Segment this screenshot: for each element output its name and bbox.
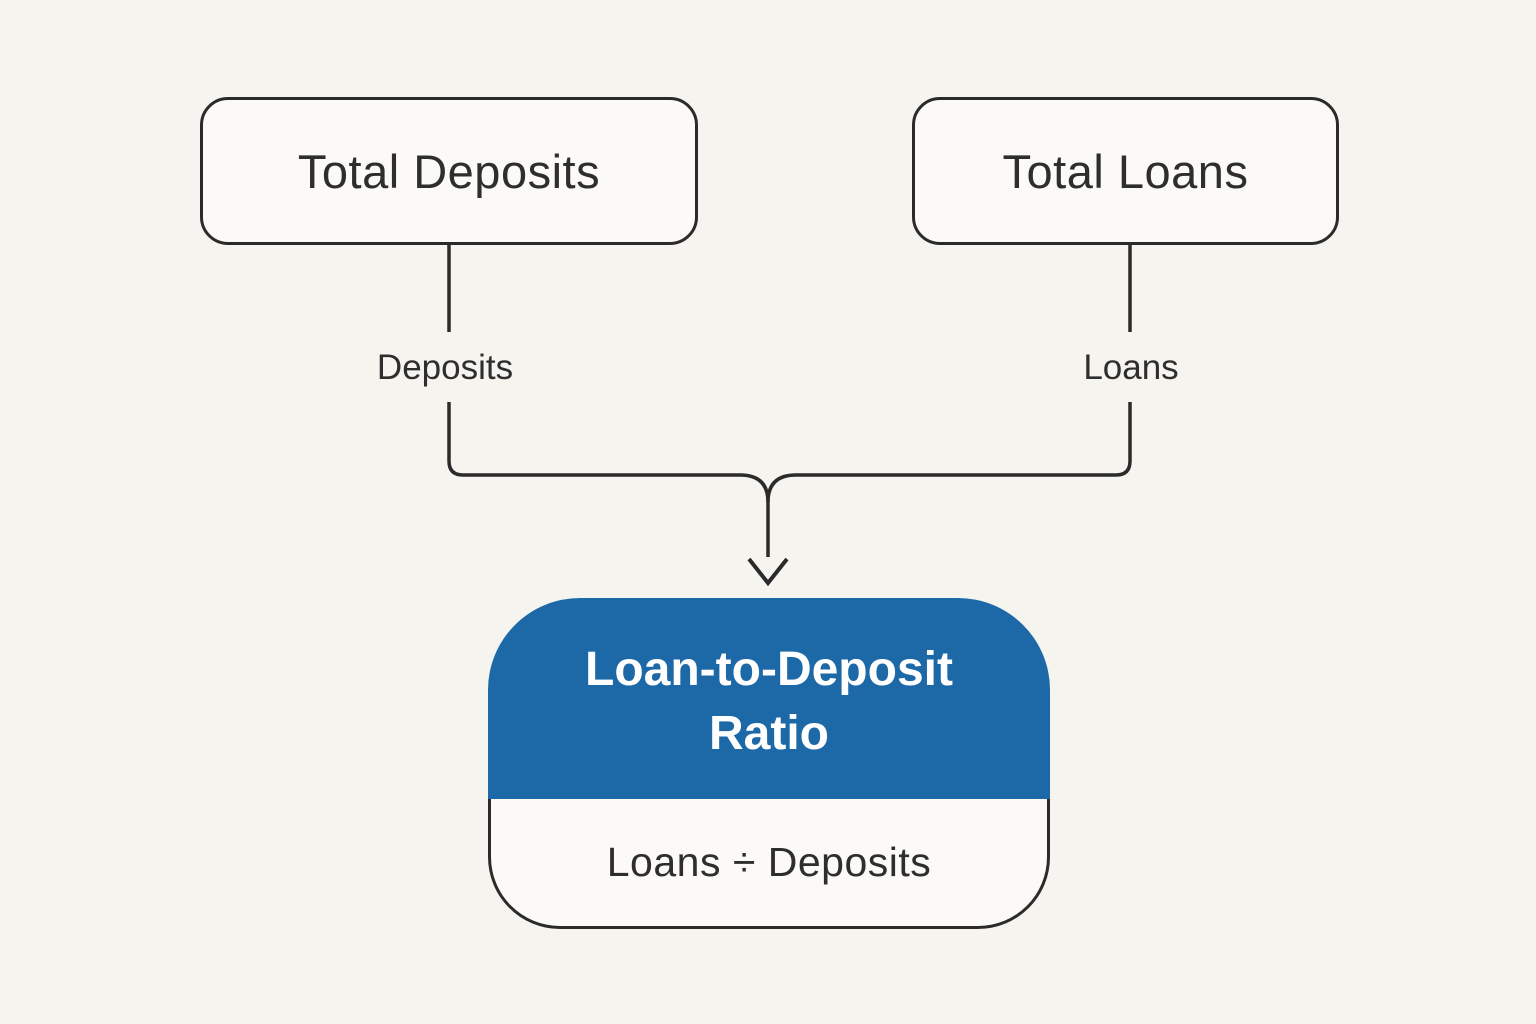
edge-deposits-line	[447, 245, 770, 557]
node-total-deposits-label: Total Deposits	[297, 144, 601, 198]
result-formula: Loans ÷ Deposits	[606, 839, 932, 885]
node-total-loans-label: Total Loans	[1002, 144, 1249, 198]
edge-label-deposits: Deposits	[366, 344, 524, 392]
result-title-line1: Loan-to-Deposit	[585, 643, 953, 697]
arrowhead-icon	[747, 557, 789, 587]
edge-label-loans: Loans	[1073, 344, 1189, 392]
node-total-deposits: Total Deposits	[200, 97, 698, 245]
node-loan-to-deposit-ratio: Loan-to-Deposit Ratio Loans ÷ Deposits	[488, 598, 1050, 929]
node-total-loans: Total Loans	[912, 97, 1339, 245]
edge-loans-line	[766, 245, 1132, 503]
result-title-line2: Ratio	[709, 706, 829, 760]
result-formula-section: Loans ÷ Deposits	[488, 799, 1050, 929]
result-title: Loan-to-Deposit Ratio	[488, 598, 1050, 799]
